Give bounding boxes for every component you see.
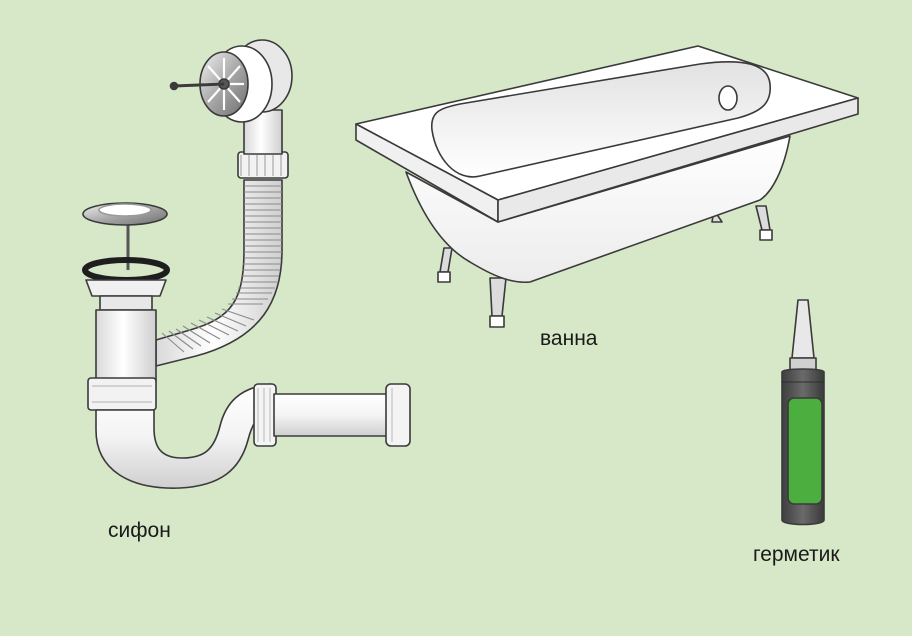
drain-gasket <box>82 257 170 283</box>
sealant-label: герметик <box>753 543 840 566</box>
drain-body <box>85 279 167 411</box>
overflow-fitting <box>169 39 293 179</box>
sealant-cartridge <box>781 299 825 526</box>
siphon <box>82 39 411 489</box>
bathtub-legs <box>437 205 773 328</box>
bathtub-label: ванна <box>540 327 598 350</box>
sealant-nozzle <box>791 299 815 359</box>
bathtub <box>355 45 859 328</box>
u-trap <box>95 383 411 489</box>
sealant-label-band <box>787 397 823 505</box>
corrugated-overflow-hose <box>155 179 283 367</box>
siphon-label: сифон <box>108 519 171 542</box>
bathtub-overflow-hole <box>718 85 738 111</box>
